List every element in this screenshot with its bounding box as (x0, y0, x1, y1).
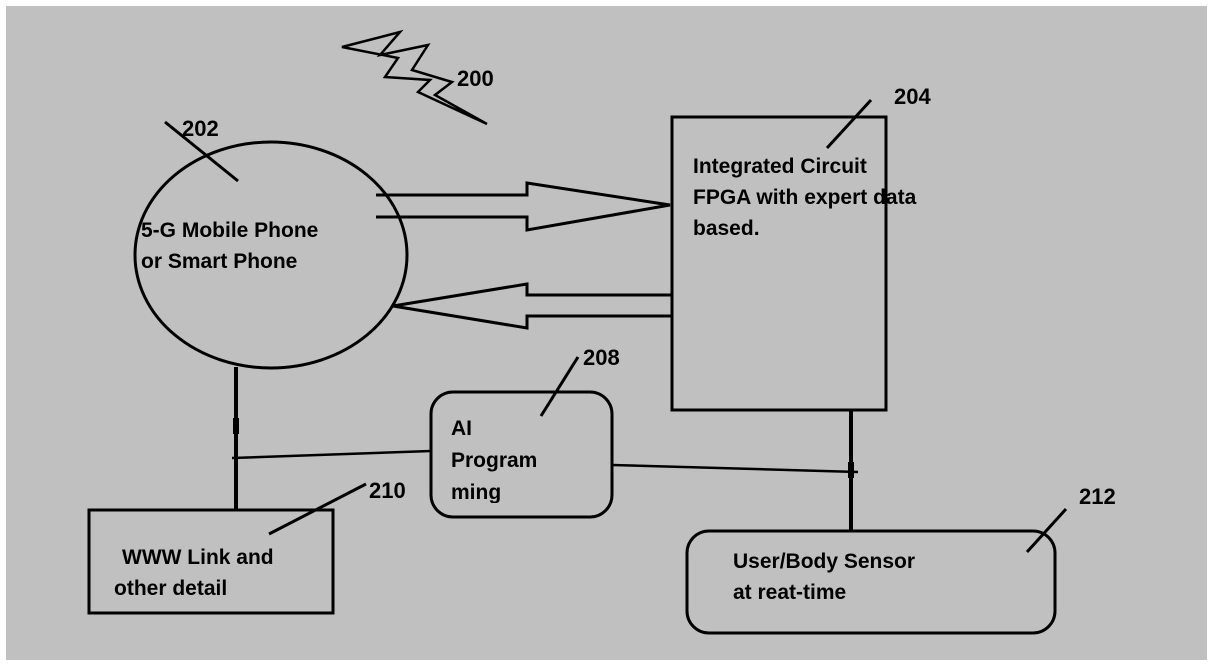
fpga-label: Integrated Circuit FPGA with expert data… (693, 151, 916, 244)
arrow-fpga-to-phone (392, 282, 672, 330)
ref-208-label: 208 (583, 345, 620, 370)
fpga-label-line2: FPGA with expert data (693, 186, 917, 209)
ai-programming-box (429, 390, 614, 519)
sensor-box (685, 529, 1057, 635)
ai-to-sensor-line (611, 463, 859, 474)
fpga-label-line1: Integrated Circuit (693, 155, 867, 178)
ai-label-line1: AI (451, 417, 472, 440)
phone-label-line2: or Smart Phone (141, 250, 298, 273)
www-to-ai-line (231, 449, 432, 460)
ref-204-label: 204 (894, 84, 931, 109)
background-panel (6, 6, 1207, 660)
ai-label-line3: ming (451, 481, 502, 503)
www-link-box (87, 508, 335, 615)
sensor-label-line2: at reat-time (733, 581, 847, 604)
ref-212-label: 212 (1079, 484, 1116, 509)
phone-label-line1: 5-G Mobile Phone (141, 219, 319, 242)
phone-circle (133, 140, 409, 370)
leader-202 (164, 120, 239, 183)
phone-label: 5-G Mobile Phone or Smart Phone (141, 215, 318, 277)
leader-212 (1025, 507, 1068, 554)
ref-200-label: 200 (457, 66, 494, 91)
sensor-label: User/Body Sensor at reat-time (733, 546, 915, 608)
www-label-line2: other detail (114, 577, 228, 600)
ref-210-label: 210 (369, 478, 406, 503)
ai-label-line2: Program (451, 449, 538, 472)
sensor-label-line1: User/Body Sensor (733, 550, 916, 573)
fpga-label-line3: based. (693, 217, 760, 240)
lightning-bolt-icon (341, 29, 488, 126)
www-label: WWW Link and other detail (114, 542, 274, 604)
www-label-line1: WWW Link and (122, 546, 274, 569)
arrow-phone-to-fpga (376, 181, 671, 232)
leader-208 (539, 356, 580, 417)
ai-label: AI Program ming (451, 413, 537, 503)
leader-204 (825, 98, 873, 150)
fpga-box (670, 115, 888, 412)
ref-202-label: 202 (182, 116, 219, 141)
